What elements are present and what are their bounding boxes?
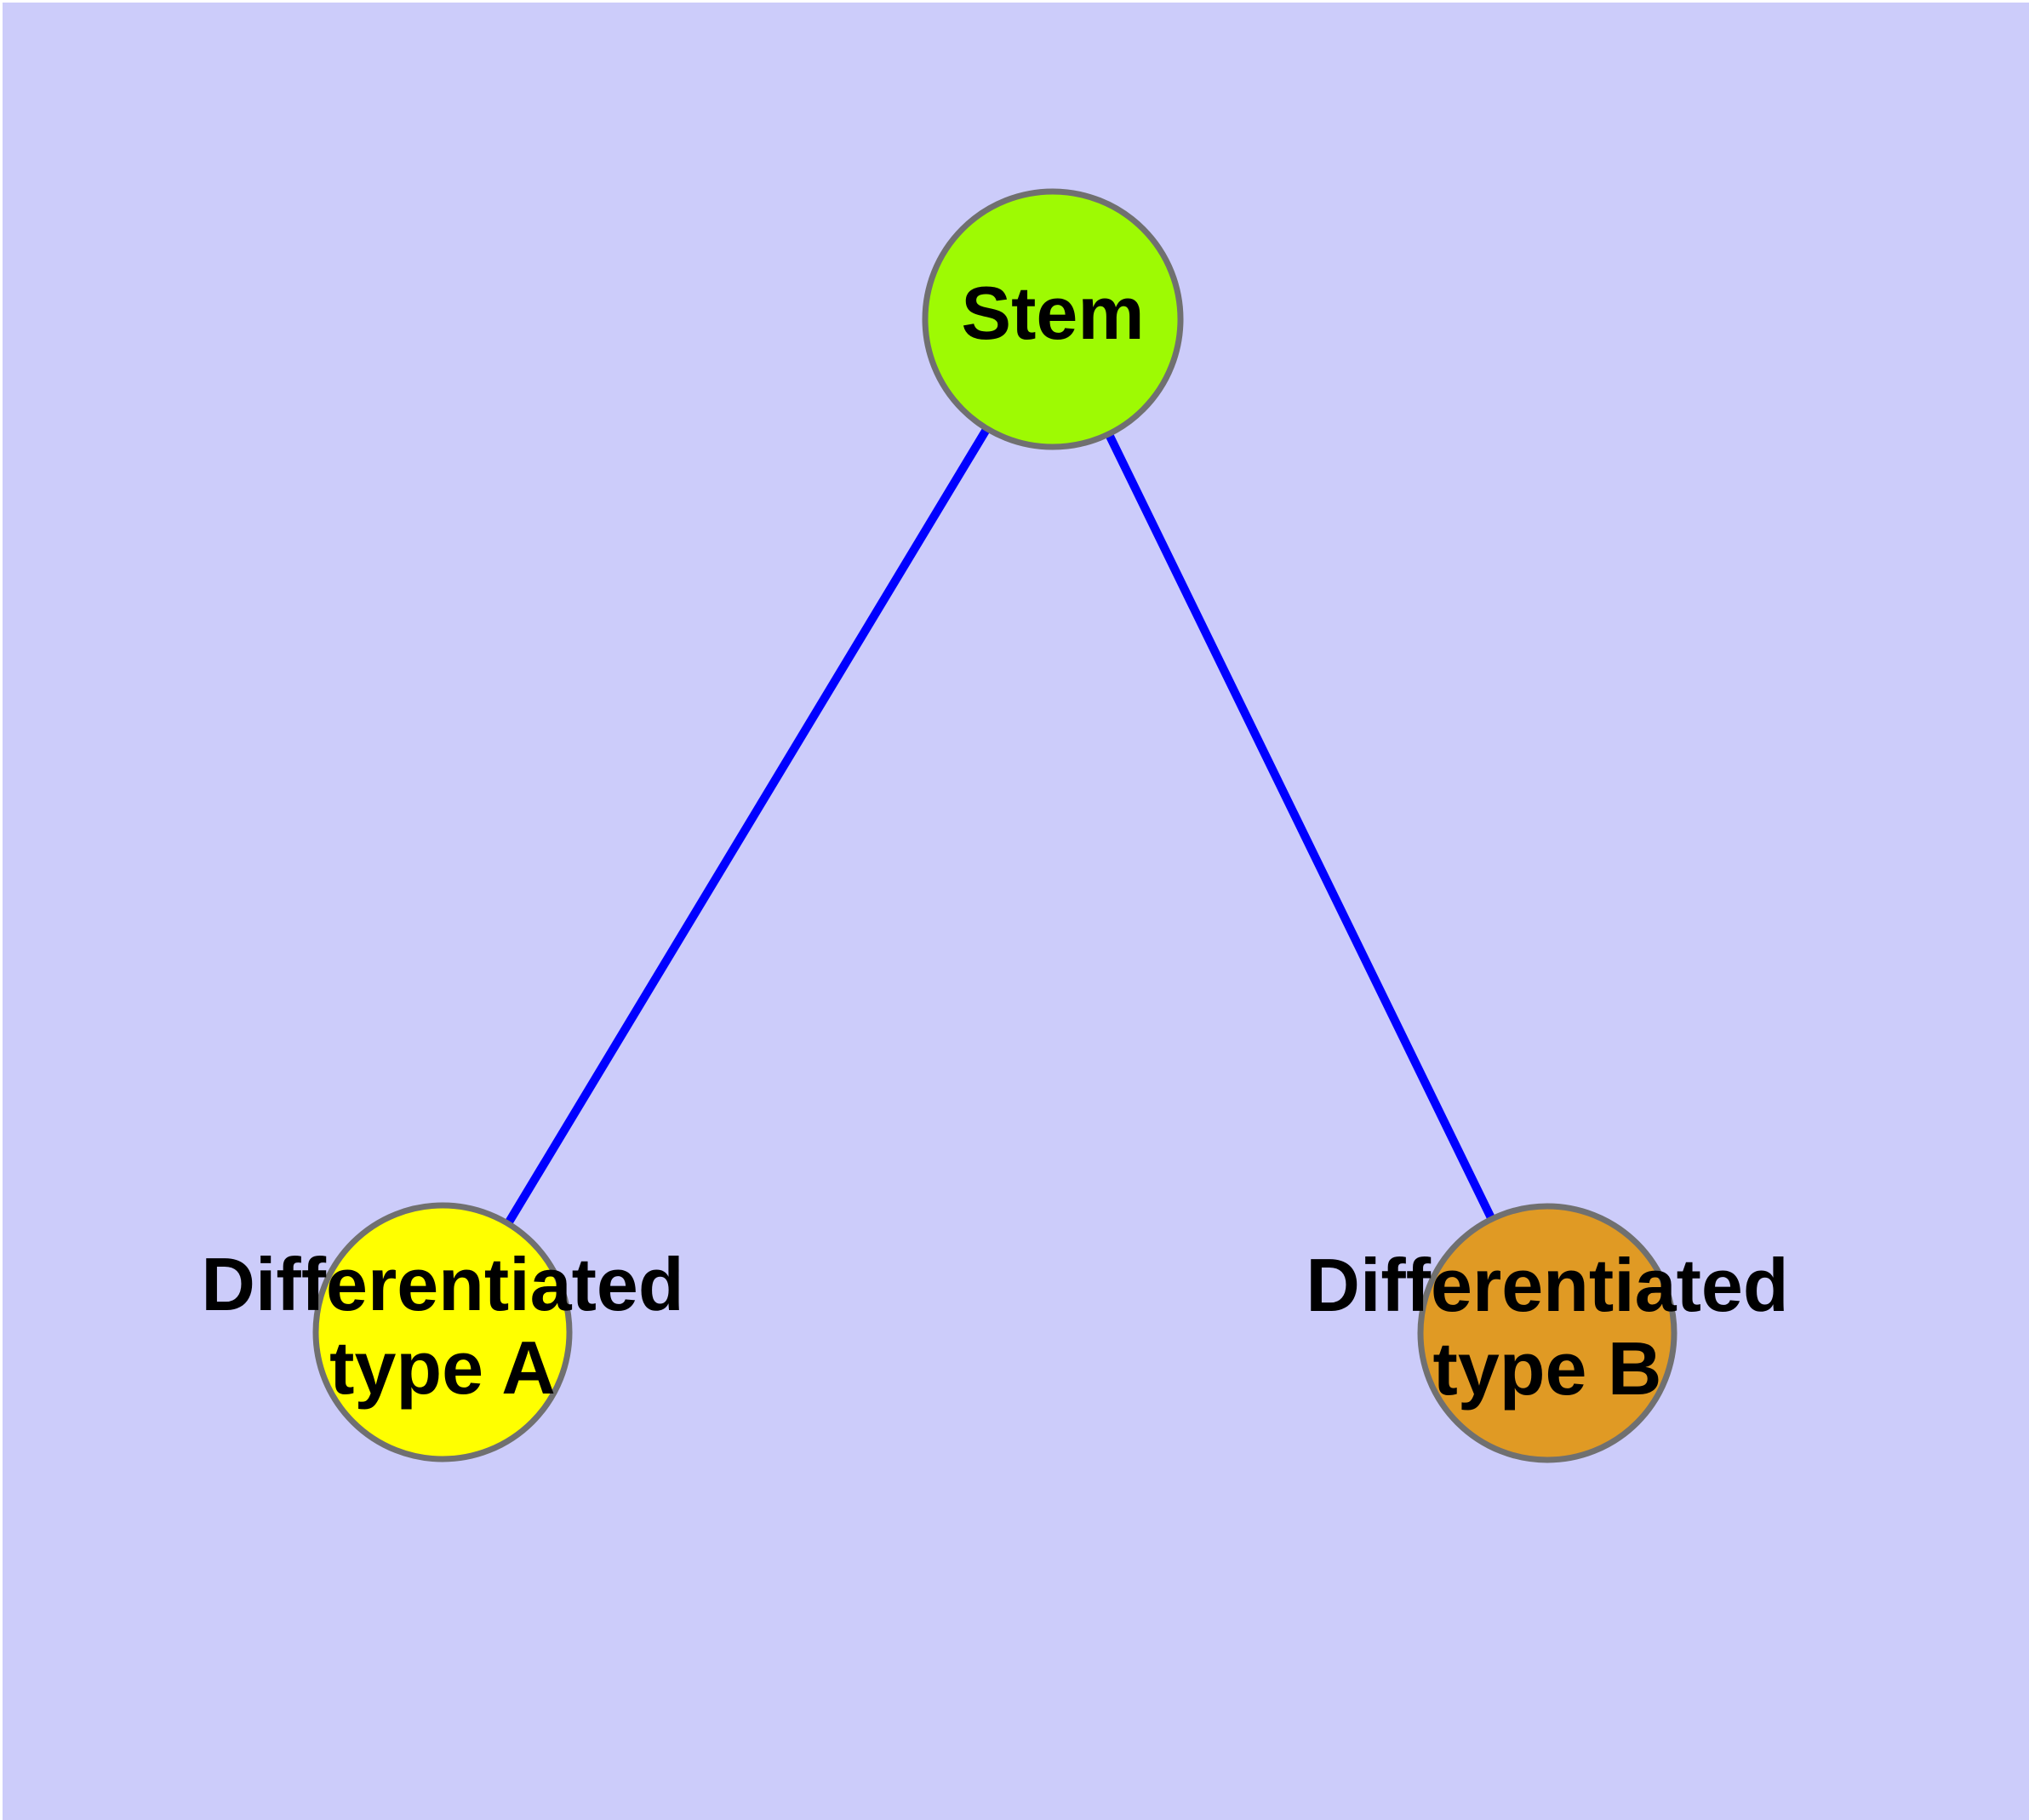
edge-stem-to-differentiated-type-a[interactable] bbox=[438, 317, 1057, 1335]
node-circle-differentiated-type-b[interactable] bbox=[1417, 1203, 1677, 1463]
node-label-stem: Stem bbox=[961, 271, 1144, 355]
edges-layer bbox=[438, 317, 1552, 1336]
edge-stem-to-differentiated-type-b[interactable] bbox=[1049, 317, 1552, 1336]
node-circle-stem[interactable] bbox=[922, 188, 1184, 450]
node-circle-differentiated-type-a[interactable] bbox=[312, 1202, 573, 1462]
node-stem[interactable]: Stem bbox=[922, 188, 1184, 450]
